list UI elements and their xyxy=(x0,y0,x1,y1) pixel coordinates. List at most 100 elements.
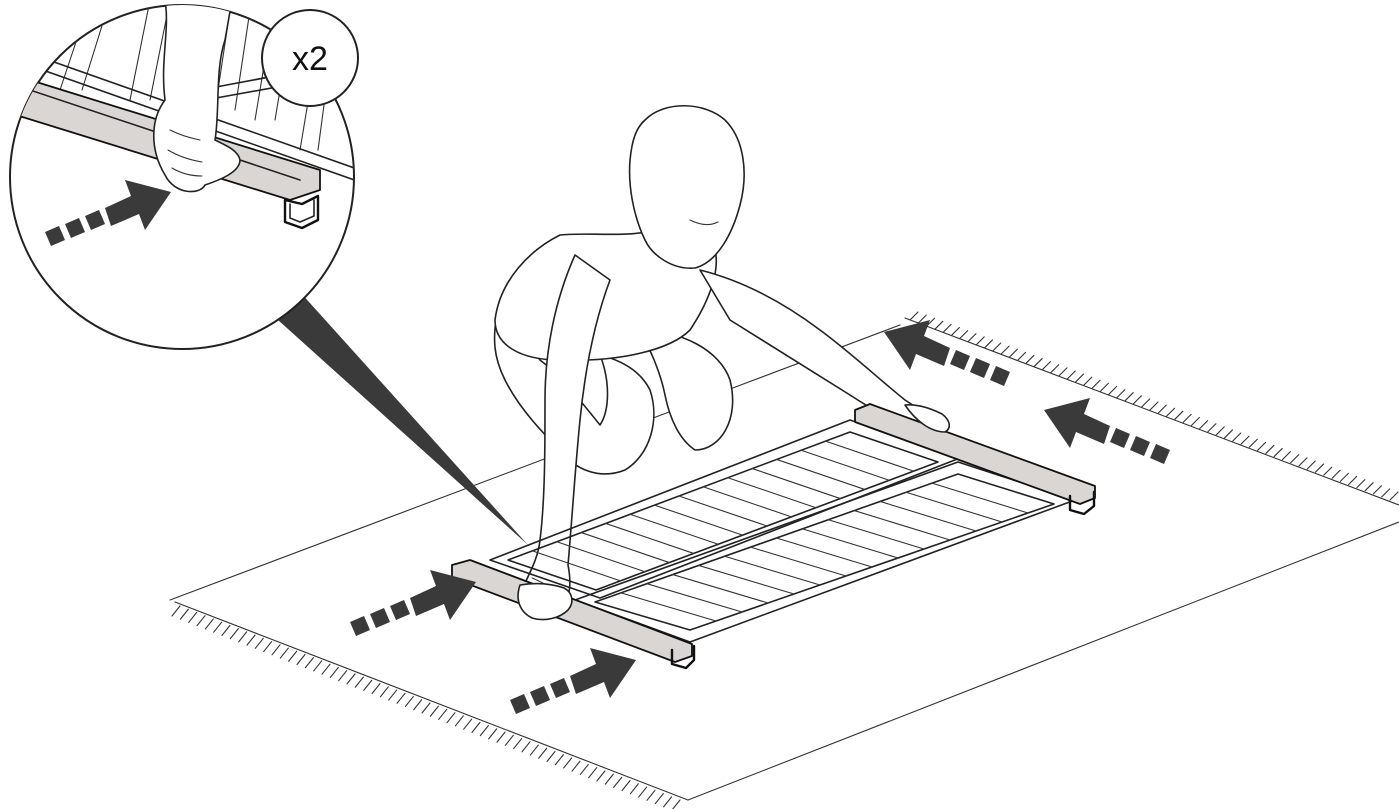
floor-hatch-mark xyxy=(1133,396,1141,404)
rail-front xyxy=(452,560,692,662)
floor-hatch-mark xyxy=(1340,473,1348,481)
wire-slat xyxy=(606,523,694,553)
floor-hatch-mark xyxy=(1076,374,1084,382)
floor-hatch-mark xyxy=(422,703,430,713)
floor-hatch-mark xyxy=(355,677,363,687)
floor-hatch-mark xyxy=(1291,455,1299,463)
wire-slat xyxy=(725,556,820,585)
floor-hatch-mark xyxy=(1001,346,1009,354)
floor-hatch-mark xyxy=(1282,452,1290,460)
direction-arrows xyxy=(350,320,1170,714)
floor-hatch-mark xyxy=(1034,359,1042,367)
floor-hatch-mark xyxy=(555,755,563,765)
floor-hatch-mark xyxy=(1042,362,1050,370)
striped-left-arrow-icon xyxy=(1044,398,1170,464)
floor-hatch-mark xyxy=(1092,380,1100,388)
floor-hatch-mark xyxy=(984,340,992,348)
floor-hatch-mark xyxy=(389,690,397,700)
floor-hatch-mark xyxy=(172,606,180,616)
floor-hatch-mark xyxy=(655,794,663,804)
floor-hatch-mark xyxy=(1365,483,1373,491)
floor-hatch-mark xyxy=(1332,470,1340,478)
floor-hatch-mark xyxy=(364,680,372,690)
floor-hatch-mark xyxy=(1299,458,1307,466)
floor-hatch-mark xyxy=(1274,449,1282,457)
floor-hatch-mark xyxy=(214,622,222,632)
floor-hatch-mark xyxy=(960,331,968,339)
wire-slat xyxy=(777,459,865,489)
floor-hatch-mark xyxy=(1349,476,1357,484)
wire-slat xyxy=(728,478,816,508)
floor-hatch-mark xyxy=(1051,365,1059,373)
floor-hatch-mark xyxy=(935,321,943,329)
quantity-label: x2 xyxy=(292,40,328,78)
floor-hatch-mark xyxy=(1109,386,1117,394)
floor-hatch-mark xyxy=(489,729,497,739)
floor-hatch-mark xyxy=(1224,430,1232,438)
wire-slat xyxy=(647,584,742,612)
floor-hatch-mark xyxy=(522,742,530,752)
person-figure xyxy=(495,106,945,612)
wire-slat xyxy=(630,514,718,544)
floor-hatch-mark xyxy=(530,745,538,755)
wire-slat xyxy=(828,520,924,549)
floor-hatch-mark xyxy=(297,655,305,665)
wire-slat xyxy=(703,487,791,517)
floor-hatch-mark xyxy=(330,667,338,677)
wire-slat xyxy=(621,593,716,621)
floor-hatch-mark xyxy=(647,790,655,800)
striped-right-arrow-icon xyxy=(350,570,476,636)
floor-hatch-mark xyxy=(347,674,355,684)
floor-hatch-mark xyxy=(189,612,197,622)
floor-hatch-mark xyxy=(1175,411,1183,419)
floor-hatch-mark xyxy=(322,664,330,674)
floor-hatch-mark xyxy=(639,787,647,797)
wire-slat xyxy=(854,511,950,540)
floor-hatch-mark xyxy=(455,716,463,726)
floor-hatch-mark xyxy=(472,722,480,732)
floor-hatch-mark xyxy=(1067,371,1075,379)
floor-hatch-mark xyxy=(1249,439,1257,447)
floor-hatch-mark xyxy=(1382,489,1390,497)
striped-right-arrow-icon xyxy=(510,648,636,714)
floor-hatch-mark xyxy=(222,625,230,635)
floor-hatch-mark xyxy=(447,713,455,723)
wire-slat xyxy=(655,505,743,535)
floor-hatch-mark xyxy=(339,671,347,681)
wire-slat xyxy=(673,575,768,603)
wire-slat xyxy=(777,538,873,567)
floor-hatch-mark xyxy=(380,687,388,697)
floor-hatch-mark xyxy=(247,635,255,645)
floor-hatch-mark xyxy=(1324,467,1332,475)
wire-slat xyxy=(752,469,840,499)
floor-hatch-mark xyxy=(672,800,680,809)
floor-hatch-mark xyxy=(514,739,522,749)
floor-hatch-mark xyxy=(1009,349,1017,357)
wire-slat xyxy=(880,501,976,531)
floor-hatch-mark xyxy=(264,642,272,652)
floor-hatch-mark xyxy=(239,632,247,642)
floor-hatch-mark xyxy=(910,312,918,320)
floor-hatch-mark xyxy=(272,645,280,655)
floor-hatch-mark xyxy=(664,797,672,807)
wire-slat xyxy=(557,542,645,572)
floor-hatch-mark xyxy=(976,337,984,345)
floor-hatch-mark xyxy=(305,658,313,668)
floor-hatch-mark xyxy=(1100,383,1108,391)
floor-hatch-mark xyxy=(1233,433,1241,441)
floor-hatch-mark xyxy=(1241,436,1249,444)
wire-slat xyxy=(802,529,898,558)
floor-hatch-mark xyxy=(1258,442,1266,450)
floor-hatch-mark xyxy=(630,784,638,794)
floor-hatch-mark xyxy=(197,616,205,626)
floor-hatch-mark xyxy=(1026,355,1034,363)
floor-hatch-mark xyxy=(1390,492,1398,500)
floor-hatch-mark xyxy=(1125,393,1133,401)
floor-hatch-mark xyxy=(372,684,380,694)
floor-hatch-mark xyxy=(547,752,555,762)
floor-hatch-mark xyxy=(439,709,447,719)
floor-hatch-mark xyxy=(1183,414,1191,422)
floor-hatch-mark xyxy=(1059,368,1067,376)
floor-hatch-mark xyxy=(314,661,322,671)
